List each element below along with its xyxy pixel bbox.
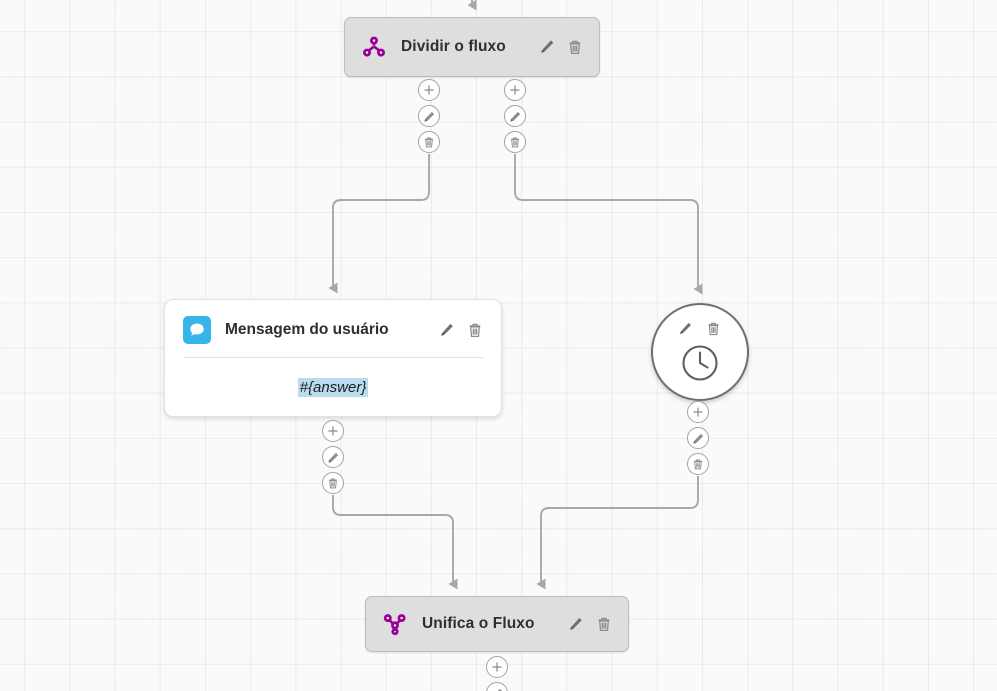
handle-stack-merge-out[interactable] <box>486 656 508 691</box>
node-user-message-header: Mensagem do usuário <box>165 300 501 344</box>
delete-icon[interactable] <box>596 616 612 633</box>
node-delay-actions <box>678 321 722 338</box>
edit-step-button[interactable] <box>504 105 526 127</box>
handle-stack-split-out-left[interactable] <box>418 79 440 153</box>
edit-step-button[interactable] <box>322 446 344 468</box>
delete-icon[interactable] <box>706 321 722 338</box>
node-split-flow[interactable]: Dividir o fluxo <box>344 17 600 77</box>
chat-bubble-icon <box>183 316 211 344</box>
node-merge-flow[interactable]: Unifica o Fluxo <box>365 596 629 652</box>
split-flow-icon <box>361 34 387 60</box>
edit-icon[interactable] <box>678 321 694 338</box>
clock-icon <box>679 342 721 389</box>
node-delay[interactable] <box>651 303 749 401</box>
delete-step-button[interactable] <box>687 453 709 475</box>
node-user-message-actions <box>439 322 483 339</box>
delete-icon[interactable] <box>467 322 483 339</box>
node-user-message[interactable]: Mensagem do usuário <box>164 299 502 417</box>
add-step-button[interactable] <box>486 656 508 678</box>
edit-step-button[interactable] <box>486 682 508 691</box>
message-variable-token[interactable]: #{answer} <box>297 377 369 397</box>
node-split-flow-actions <box>539 39 583 56</box>
node-merge-flow-title: Unifica o Fluxo <box>422 615 535 632</box>
edge-split-to-delay <box>514 154 703 295</box>
node-split-flow-title: Dividir o fluxo <box>401 38 506 55</box>
delete-step-button[interactable] <box>322 472 344 494</box>
delete-step-button[interactable] <box>504 131 526 153</box>
node-user-message-body: #{answer} <box>165 358 501 416</box>
edit-icon[interactable] <box>568 616 584 633</box>
edit-icon[interactable] <box>439 322 455 339</box>
handle-stack-message-out[interactable] <box>322 420 344 494</box>
handle-stack-delay-out[interactable] <box>687 401 709 475</box>
add-step-button[interactable] <box>687 401 709 423</box>
edge-delay-to-merge <box>536 476 699 590</box>
handle-stack-split-out-right[interactable] <box>504 79 526 153</box>
node-merge-flow-actions <box>568 616 612 633</box>
edit-step-button[interactable] <box>418 105 440 127</box>
add-step-button[interactable] <box>322 420 344 442</box>
node-user-message-title: Mensagem do usuário <box>225 321 389 338</box>
add-step-button[interactable] <box>418 79 440 101</box>
delete-icon[interactable] <box>567 39 583 56</box>
merge-flow-icon <box>382 611 408 637</box>
edit-icon[interactable] <box>539 39 555 56</box>
edge-message-to-merge <box>332 495 458 590</box>
delete-step-button[interactable] <box>418 131 440 153</box>
node-user-message-divider <box>183 357 483 358</box>
add-step-button[interactable] <box>504 79 526 101</box>
edge-split-to-message <box>328 154 430 294</box>
edit-step-button[interactable] <box>687 427 709 449</box>
